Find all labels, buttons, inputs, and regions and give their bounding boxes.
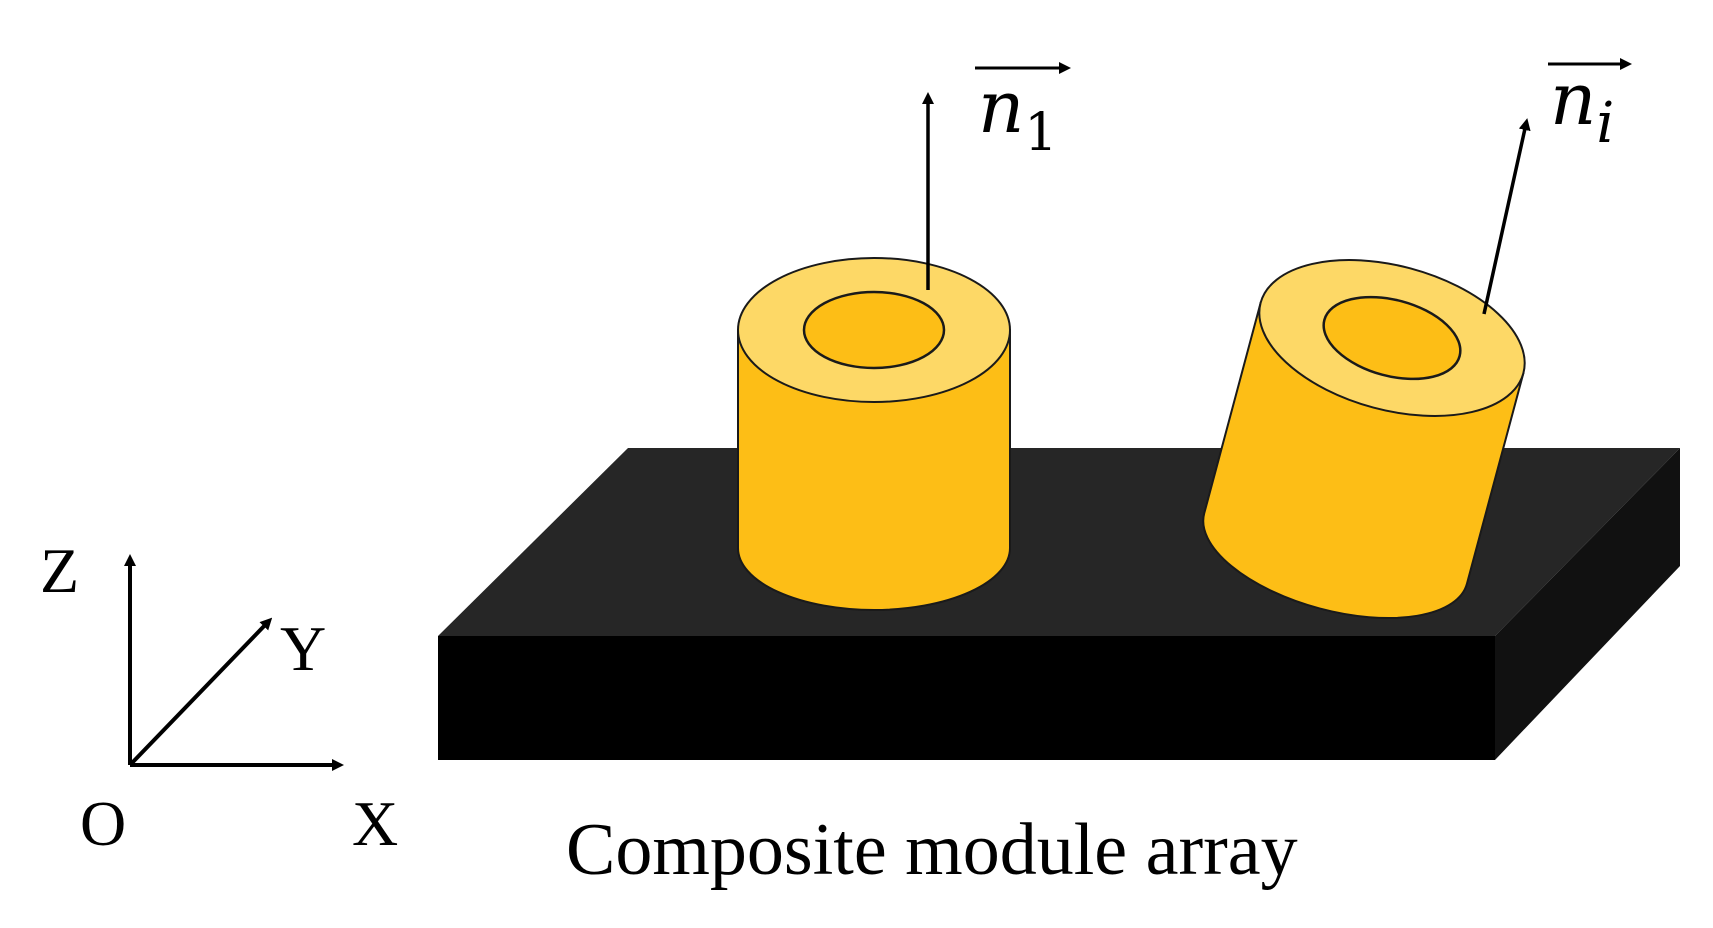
diagram-caption: Composite module array [566, 809, 1298, 891]
vector-label-ni: ni [1548, 57, 1632, 156]
svg-text:n1: n1 [978, 65, 1057, 163]
substrate-plate [438, 448, 1680, 760]
vector-1-base: n [978, 65, 1024, 149]
module-cylinder-2 [1202, 259, 1526, 620]
vector-label-n1: n1 [975, 62, 1071, 163]
svg-text:ni: ni [1550, 57, 1614, 156]
y-axis [128, 617, 273, 767]
cylinder-1-bore [802, 290, 946, 370]
substrate-front-face [438, 636, 1495, 760]
module-cylinder-1 [737, 257, 1011, 611]
vector-i-base: n [1550, 57, 1596, 141]
normal-vector-arrow-i [1482, 118, 1531, 315]
x-axis-label: X [352, 788, 398, 859]
substrate-side-face [1495, 448, 1680, 760]
z-axis-label: Z [40, 535, 79, 606]
y-axis-label: Y [280, 613, 326, 684]
vector-i-subscript: i [1596, 91, 1614, 156]
cylinder-2-bore [1322, 295, 1462, 381]
coordinate-axes: Z Y X O [40, 535, 398, 859]
vector-1-subscript: 1 [1024, 103, 1057, 163]
origin-label: O [80, 788, 126, 859]
cylinder-1-body [737, 329, 1011, 611]
